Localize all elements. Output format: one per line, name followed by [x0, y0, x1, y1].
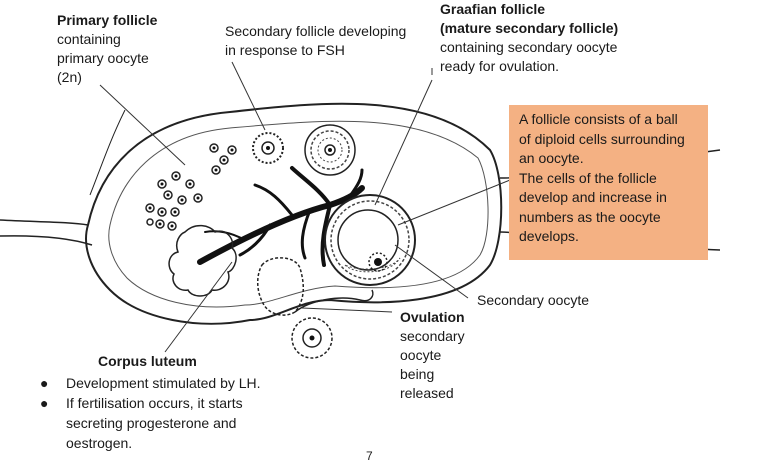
info-box-line: The cells of the follicle: [519, 169, 657, 186]
bullet-item: ● Development stimulated by LH.: [30, 373, 261, 393]
bullet-item: ● If fertilisation occurs, it starts sec…: [30, 393, 261, 453]
bullet-icon: ●: [40, 375, 49, 391]
secondary-follicle-line: in response to FSH: [225, 42, 345, 58]
ovary-outline: [85, 102, 503, 325]
ovulation-line: released: [400, 385, 454, 401]
ovary-inner-outline: [108, 120, 489, 308]
bullet-line: oestrogen.: [66, 435, 133, 451]
primary-follicle-line: (2n): [57, 69, 82, 85]
corpus-luteum-bullets: ● Development stimulated by LH. ● If fer…: [30, 373, 261, 453]
graafian-follicle-label: Graafian follicle (mature secondary foll…: [440, 0, 618, 76]
ovulation-line: being: [400, 366, 435, 382]
info-box-line: an oocyte.: [519, 150, 584, 166]
leader-lines: [99, 61, 511, 353]
corpus-luteum-title: Corpus luteum: [98, 353, 197, 369]
secondary-oocyte-label: Secondary oocyte: [477, 292, 590, 308]
bullet-line: If fertilisation occurs, it starts: [66, 395, 243, 411]
bullet-line: Development stimulated by LH.: [66, 375, 261, 391]
primary-follicle-label: Primary follicle containing primary oocy…: [57, 11, 157, 87]
info-box-line: develops.: [519, 228, 579, 244]
info-box-line: develop and increase in: [519, 189, 667, 205]
primary-follicle-line: containing: [57, 31, 121, 47]
primary-follicles: [145, 143, 237, 231]
ovulation-line: secondary: [400, 328, 465, 344]
primary-follicle-title: Primary follicle: [57, 12, 158, 28]
secondary-follicle-medium: [304, 124, 356, 176]
ovulation-line: oocyte: [400, 347, 442, 363]
ruptured-follicle: [257, 257, 305, 316]
secondary-follicle-small: [252, 132, 284, 164]
bullet-line: secreting progesterone and: [66, 415, 237, 431]
info-box-line: A follicle consists of a ball: [519, 111, 678, 127]
info-box-line: numbers as the oocyte: [519, 208, 661, 225]
info-box-line: of diploid cells surrounding: [519, 130, 685, 147]
secondary-follicle-label: Secondary follicle developing in respons…: [225, 22, 406, 60]
graafian-title-line: (mature secondary follicle): [440, 20, 619, 36]
page-number: 7: [366, 449, 373, 463]
ovulation-channel: [294, 289, 374, 313]
upper-ligament: [89, 109, 126, 196]
graafian-line: ready for ovulation.: [440, 58, 560, 74]
secondary-follicle-line: Secondary follicle developing: [225, 23, 407, 39]
blood-vessels: [197, 166, 365, 267]
corpus-luteum-shape: [168, 224, 237, 297]
graafian-follicle: [324, 194, 416, 286]
ovulation-label: Ovulation secondary oocyte being release…: [400, 308, 465, 403]
graafian-title-line: Graafian follicle: [440, 1, 546, 17]
ovulation-title: Ovulation: [400, 309, 465, 325]
primary-follicle-line: primary oocyte: [57, 50, 149, 66]
corpus-luteum-label: Corpus luteum ● Development stimulated b…: [30, 351, 261, 453]
left-ligament: [0, 219, 93, 246]
bullet-icon: ●: [40, 395, 49, 411]
graafian-line: containing secondary oocyte: [440, 39, 618, 55]
released-oocyte: [291, 317, 333, 359]
follicle-info-box: A follicle consists of a ball of diploid…: [509, 105, 708, 260]
primary-follicle-nuclei: [148, 146, 234, 228]
